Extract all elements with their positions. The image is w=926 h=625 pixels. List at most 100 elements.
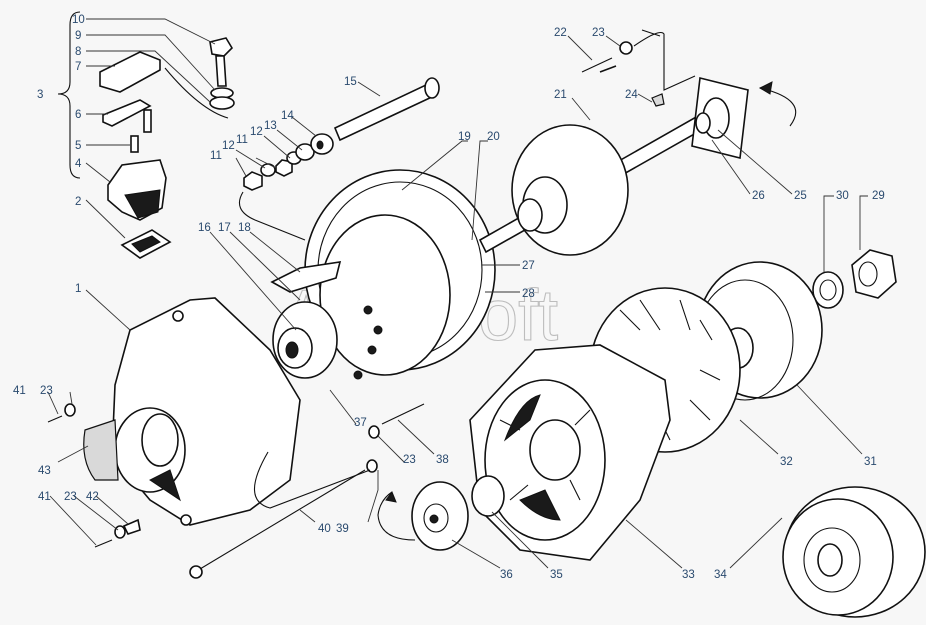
terminal-block: [149, 469, 181, 502]
part-key-24: [651, 93, 665, 107]
leader-10: [86, 18, 216, 45]
tie-bolt-group: [189, 403, 425, 579]
callout-12a[interactable]: 12: [222, 140, 235, 152]
callout-36[interactable]: 36: [500, 569, 513, 581]
callout-3[interactable]: 3: [37, 89, 43, 101]
leader-23d: [73, 495, 119, 531]
part-washer-23d: [114, 525, 126, 539]
hub-hole: [285, 341, 299, 359]
hole: [353, 370, 363, 380]
callout-2[interactable]: 2: [75, 196, 81, 208]
callout-23a[interactable]: 23: [592, 27, 605, 39]
assembly-line-3: [633, 31, 696, 91]
leader-23a: [605, 35, 621, 47]
part-bolt-shank: [215, 55, 227, 87]
callout-16[interactable]: 16: [198, 222, 211, 234]
callout-23d[interactable]: 23: [64, 491, 77, 503]
leader-13: [276, 129, 303, 151]
callout-17[interactable]: 17: [218, 222, 231, 234]
leader-2: [85, 199, 126, 239]
part-washer-23e: [368, 425, 380, 439]
callout-27[interactable]: 27: [522, 260, 535, 272]
bearing-race: [423, 503, 449, 533]
leader-1: [85, 289, 131, 331]
drive-housing-group: [469, 344, 671, 561]
callout-38[interactable]: 38: [436, 454, 449, 466]
leader-32: [739, 419, 779, 455]
callout-41b[interactable]: 41: [38, 491, 51, 503]
callout-23c[interactable]: 23: [40, 385, 53, 397]
callout-11a[interactable]: 11: [210, 150, 222, 162]
callout-1[interactable]: 1: [75, 283, 81, 295]
callout-20[interactable]: 20: [487, 131, 500, 143]
callout-10[interactable]: 10: [72, 14, 85, 26]
callout-42[interactable]: 42: [86, 491, 99, 503]
leader-24: [637, 93, 653, 103]
part-screw-41b: [94, 539, 113, 548]
callout-41a[interactable]: 41: [13, 385, 26, 397]
left-hardware: [47, 403, 141, 548]
assembly-line-4: [254, 451, 371, 509]
part-brush: [130, 135, 139, 153]
leader-23c: [69, 391, 73, 405]
leader-8: [86, 50, 211, 103]
leader-25: [717, 129, 793, 195]
callout-4[interactable]: 4: [75, 158, 82, 170]
callout-35[interactable]: 35: [550, 569, 563, 581]
leader-17: [229, 231, 301, 301]
part-tie-bolt-40: [194, 469, 366, 573]
callout-6[interactable]: 6: [75, 109, 81, 121]
brush-holder-group: [57, 11, 235, 259]
part-washer-30: [812, 271, 844, 309]
callout-34[interactable]: 34: [714, 569, 727, 581]
mount-boss-2: [180, 514, 192, 526]
callout-28[interactable]: 28: [522, 288, 535, 300]
callout-7[interactable]: 7: [75, 61, 81, 73]
callout-29[interactable]: 29: [872, 190, 885, 202]
leader-22: [567, 35, 593, 61]
callout-40[interactable]: 40: [318, 523, 331, 535]
callout-25[interactable]: 25: [794, 190, 807, 202]
callout-9[interactable]: 9: [75, 30, 81, 42]
leader-23e: [377, 435, 405, 463]
callout-43[interactable]: 43: [38, 465, 51, 477]
leader-36: [451, 539, 501, 569]
callout-30[interactable]: 30: [836, 190, 849, 202]
callout-24[interactable]: 24: [625, 89, 638, 101]
leader-21: [571, 97, 591, 121]
callout-26[interactable]: 26: [752, 190, 765, 202]
nut-hole: [858, 261, 878, 287]
leader-14: [291, 116, 317, 137]
part-spacer-35: [471, 475, 505, 517]
callout-37[interactable]: 37: [354, 417, 367, 429]
callout-21[interactable]: 21: [554, 89, 567, 101]
callout-31[interactable]: 31: [864, 456, 877, 468]
callout-18[interactable]: 18: [238, 222, 251, 234]
leader-12a: [235, 149, 266, 169]
leader-11b: [255, 157, 277, 169]
leader-18: [249, 231, 301, 273]
callout-13[interactable]: 13: [264, 120, 277, 132]
callout-8[interactable]: 8: [75, 46, 81, 58]
washer-hole: [819, 279, 837, 301]
callout-12b[interactable]: 12: [250, 126, 263, 138]
callout-5[interactable]: 5: [75, 140, 81, 152]
leader-42: [95, 495, 129, 525]
rotor-group: [478, 29, 797, 256]
part-nut-11b: [275, 159, 293, 177]
callout-labels: 10 9 8 7 3 6 5 4 2 1 11 12 11 12 13 14 1…: [13, 14, 885, 581]
callout-32[interactable]: 32: [780, 456, 793, 468]
holder-shade: [124, 189, 161, 219]
leader-40: [299, 509, 316, 523]
callout-19[interactable]: 19: [458, 131, 471, 143]
callout-11b[interactable]: 11: [236, 134, 248, 146]
callout-39[interactable]: 39: [336, 523, 349, 535]
callout-23e[interactable]: 23: [403, 454, 416, 466]
callout-15[interactable]: 15: [344, 76, 357, 88]
bearing-bore: [429, 514, 439, 524]
callout-14[interactable]: 14: [281, 110, 294, 122]
bolt-head-15: [424, 77, 440, 99]
callout-22[interactable]: 22: [554, 27, 567, 39]
callout-33[interactable]: 33: [682, 569, 695, 581]
